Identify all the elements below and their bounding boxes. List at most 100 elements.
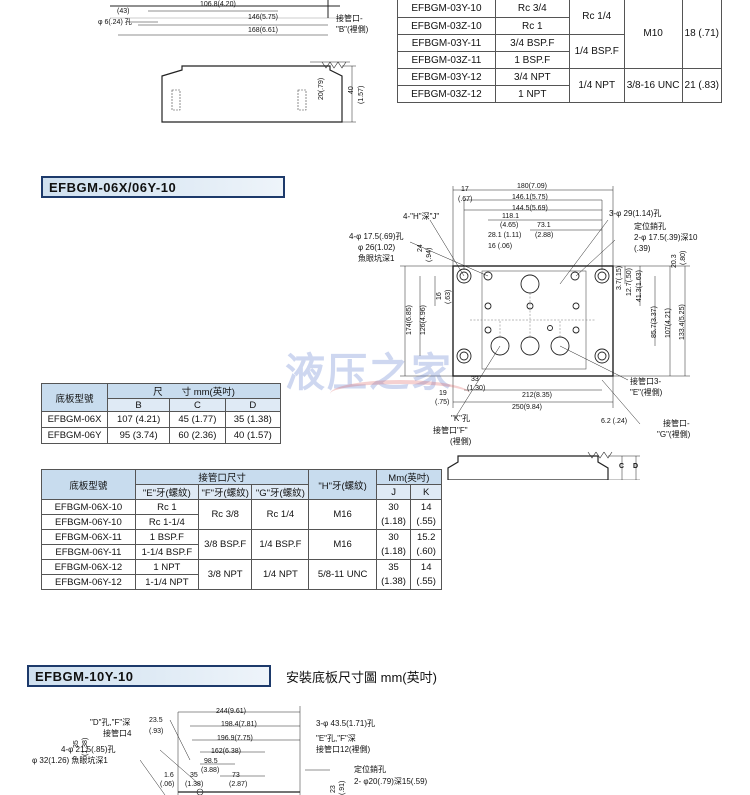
port-h-model: 底板型號: [41, 469, 136, 500]
port-row-model: EFBGM-06X-10: [41, 499, 136, 515]
port-row-h: M16: [308, 529, 377, 560]
top-dim-8: (1.57): [358, 85, 365, 104]
d06-right-20: 20.3: [671, 254, 678, 268]
section-10-title: EFBGM-10Y-10: [35, 669, 134, 684]
port-row-j: (1.18): [375, 544, 412, 560]
section-06-port-table: 底板型號 接管口尺寸 "H"牙(螺紋) Mm(英吋) "E"牙(螺紋) "F"牙…: [41, 469, 443, 590]
d06-port-g-2: "G"(裡側): [657, 430, 691, 439]
port-row-j: 30: [375, 499, 412, 515]
dim-row-b: 95 (3.74): [106, 427, 171, 444]
d10-counter-2: φ 32(1.26) 魚眼坑深1: [32, 756, 108, 765]
top-model-3: EFBGM-03Y-11: [397, 34, 496, 52]
port-row-e: 1 BSP.F: [134, 529, 199, 545]
d06-left-94: (.94): [426, 247, 433, 262]
dim-row-d: 35 (1.38): [224, 411, 282, 428]
port-row-j: (1.18): [375, 514, 412, 530]
port-row-k: (.55): [410, 514, 442, 530]
d10-pin-1: 定位銷孔: [354, 765, 386, 774]
port-row-e: 1 NPT: [134, 559, 199, 575]
d06-bot-130: (1.30): [467, 385, 486, 392]
top-col5-1: 18 (.71): [681, 0, 723, 69]
d06-right-80: (.80): [680, 250, 687, 265]
d06-left-174: 174(6.85): [406, 305, 413, 335]
d06-pin-3: (.39): [634, 244, 651, 253]
port-h-e: "E"牙(螺紋): [134, 484, 199, 500]
dim-row-c: 60 (2.36): [169, 427, 226, 444]
d06-bot-33: 33: [471, 376, 479, 383]
d06-top-144: 144.5(5.69): [512, 205, 548, 212]
d10-dim-162: 162(6.38): [211, 748, 241, 755]
port-row-g: Rc 1/4: [251, 499, 310, 530]
top-spec-table: EFBGM-03Y-10 Rc 3/4 Rc 1/4 M10 18 (.71) …: [397, 0, 723, 103]
port-row-f: 3/8 NPT: [197, 559, 253, 590]
top-port-6: 1 NPT: [494, 85, 570, 103]
top-col5-2: 21 (.83): [681, 68, 723, 103]
port-row-model: EFBGM-06X-12: [41, 559, 136, 575]
dim-h-c: C: [169, 398, 226, 412]
watermark-swoosh: [330, 380, 470, 408]
d06-port-e-1: 接管口3-: [630, 377, 662, 386]
d06-bot-250: 250(9.84): [512, 404, 542, 411]
d06-bot-62: 6.2 (.24): [601, 418, 628, 425]
top-col3-2: 1/4 BSP.F: [568, 34, 625, 69]
d06-port-f-2: (裡側): [450, 437, 472, 446]
d06-port-e-2: "E"(裡側): [630, 388, 663, 397]
port-row-e: Rc 1-1/4: [134, 514, 199, 530]
d06-top-465: (4.65): [500, 222, 519, 229]
top-dim-2: (43): [117, 8, 130, 15]
d10-dim-93: (.93): [149, 728, 164, 735]
section-10-subtitle: 安裝底板尺寸圖 mm(英吋): [286, 670, 437, 685]
d10-pin-2: 2- φ20(.79)深15(.59): [354, 777, 428, 786]
top-model-6: EFBGM-03Z-12: [397, 85, 496, 103]
port-row-k: 15.2: [410, 529, 442, 545]
d10-df-hole: "D"孔,"F"深: [90, 718, 131, 727]
port-row-j: 30: [375, 529, 412, 545]
port-b-label-1: 接管口-: [336, 14, 363, 23]
d06-c-label: C: [619, 463, 625, 470]
top-port-5: 3/4 NPT: [494, 68, 570, 86]
d10-e-hole: 3-φ 43.5(1.71)孔: [316, 719, 375, 728]
d06-e-hole: 3-φ 29(1.14)孔: [609, 209, 662, 218]
d06-counter-2: φ 26(1.02): [358, 243, 396, 252]
port-row-f: Rc 3/8: [197, 499, 253, 530]
top-dim-7: 40: [348, 86, 355, 94]
d06-top-17: 17: [461, 186, 469, 193]
port-h-port: 接管口尺寸: [134, 469, 310, 485]
dim-row-model: EFBGM-06Y: [41, 427, 108, 444]
top-port-1: Rc 3/4: [494, 0, 570, 18]
d06-top-118: 118.1: [502, 213, 519, 220]
d06-left-16: 16: [436, 292, 443, 300]
d06-counter-3: 魚眼坑深1: [358, 254, 395, 263]
port-row-k: (.55): [410, 574, 442, 590]
d10-dim-06: (.06): [160, 781, 175, 788]
port-h-mm: Mm(英吋): [375, 469, 443, 485]
port-row-h: 5/8-11 UNC: [308, 559, 377, 590]
dim-h-model: 底板型號: [41, 383, 108, 412]
top-model-2: EFBGM-03Z-10: [397, 17, 496, 35]
d06-port-f-1: 接管口"F": [433, 426, 468, 435]
d10-dim-23: 23: [330, 785, 337, 793]
dim-row-d: 40 (1.57): [224, 427, 282, 444]
d06-port-g-1: 接管口-: [663, 419, 690, 428]
d10-dim-388: (3.88): [201, 767, 220, 774]
port-row-k: 14: [410, 499, 442, 515]
top-model-5: EFBGM-03Y-12: [397, 68, 496, 86]
top-col4-1: M10: [623, 0, 683, 69]
port-h-k: K: [410, 484, 442, 500]
d10-dim-196: 196.9(7.75): [217, 735, 253, 742]
top-model-1: EFBGM-03Y-10: [397, 0, 496, 18]
top-drawing: [110, 0, 356, 123]
d10-dim-138a: (1.38): [185, 781, 204, 788]
dim-row-b: 107 (4.21): [106, 411, 171, 428]
dim-h-d: D: [224, 398, 282, 412]
port-row-e: 1-1/4 BSP.F: [134, 544, 199, 560]
port-h-f: "F"牙(螺紋): [197, 484, 253, 500]
dim-row-c: 45 (1.77): [169, 411, 226, 428]
section-06-dim-table: 底板型號 尺 寸 mm(英吋) B C D EFBGM-06X 107 (4.2…: [41, 383, 282, 444]
top-col3-3: 1/4 NPT: [568, 68, 625, 103]
port-row-g: 1/4 BSP.F: [251, 529, 310, 560]
top-port-4: 1 BSP.F: [494, 51, 570, 69]
d06-counter-1: 4-φ 17.5(.69)孔: [349, 232, 404, 241]
dim-h-size: 尺 寸 mm(英吋): [107, 383, 281, 399]
d06-right-127: 12.7(.50): [626, 267, 633, 296]
